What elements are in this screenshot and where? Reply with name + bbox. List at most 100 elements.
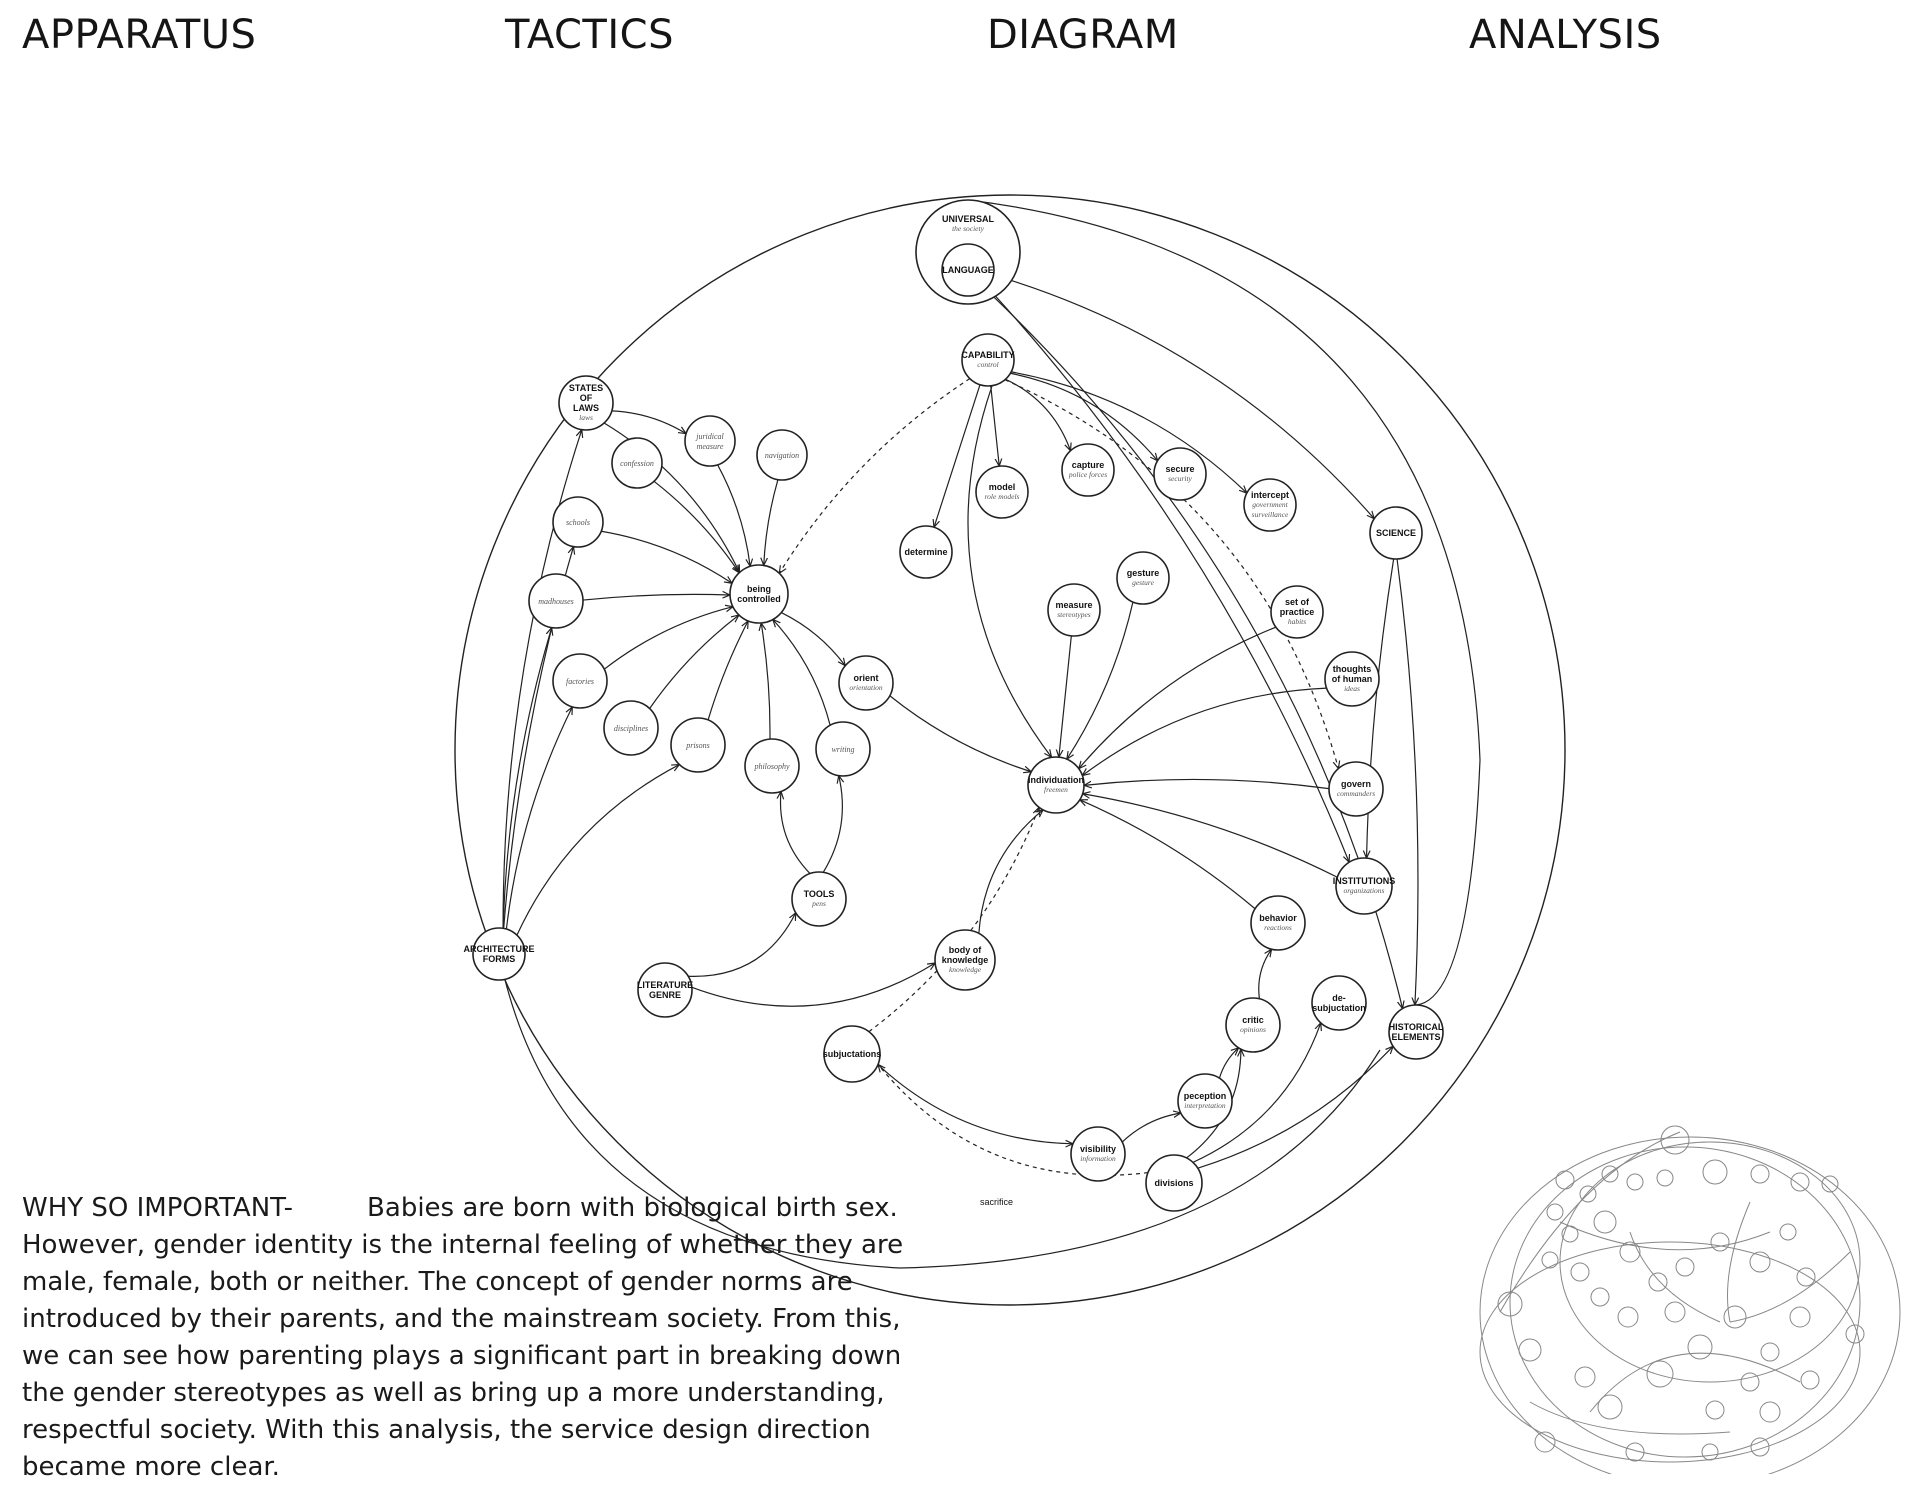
node-perception-sublabel: interpretation [1184, 1101, 1226, 1110]
edge-measure-individuation [1059, 635, 1072, 757]
node-divisions-circle [1145, 1154, 1203, 1212]
node-secure-sublabel: security [1168, 474, 1192, 483]
node-navigation: navigation [756, 429, 808, 481]
node-desub-label: de- [1332, 993, 1346, 1003]
node-setpractice-circle [1270, 585, 1324, 639]
edge-capability-being [779, 378, 971, 574]
edge-capability-model [990, 385, 1000, 466]
node-behavior-label: behavior [1259, 913, 1297, 923]
edge-philosophy-being [761, 623, 771, 740]
sacrifice-label: sacrifice [980, 1197, 1013, 1207]
edge-body-individuation [978, 810, 1043, 934]
edge-architecture-factories [505, 707, 572, 930]
node-states-circle [558, 375, 614, 431]
node-prisons: prisons [670, 717, 726, 773]
edge-visibility-perception [1121, 1113, 1181, 1143]
node-individuation-circle [1027, 756, 1085, 814]
node-orient-sublabel: orientation [849, 683, 883, 692]
node-intercept-circle [1243, 478, 1297, 532]
node-schools-label: schools [566, 518, 590, 527]
node-institutions-sublabel: organizations [1344, 886, 1385, 895]
node-subjuctations-label: subjuctations [823, 1049, 882, 1059]
edge-institutions-individuation [1083, 794, 1338, 878]
node-writing-label: writing [831, 745, 854, 754]
header-tactics: TACTICS [505, 12, 674, 58]
edge-disciplines-being [649, 615, 739, 709]
header-analysis: ANALYSIS [1469, 12, 1662, 58]
node-being-circle [729, 564, 789, 624]
outer-ring [454, 194, 1566, 1306]
node-philosophy: philosophy [744, 738, 800, 794]
node-states-label: LAWS [573, 403, 599, 413]
edge-schools-being [601, 530, 732, 583]
header-diagram: DIAGRAM [987, 12, 1179, 58]
edge-thoughts-individuation [1082, 687, 1327, 775]
node-madhouses-circle [528, 573, 584, 629]
node-tools-sublabel: pens [811, 899, 826, 908]
node-measure-sublabel: stereotypes [1057, 610, 1091, 619]
edge-setpractice-individuation [1079, 626, 1277, 769]
edge-tools-writing [822, 776, 842, 873]
node-gesture-sublabel: gesture [1132, 578, 1154, 587]
node-body-label: knowledge [942, 955, 989, 965]
node-institutions-circle [1335, 857, 1393, 915]
node-desub: de-subjuctation [1311, 975, 1367, 1031]
node-visibility-sublabel: information [1080, 1154, 1116, 1163]
node-govern-circle [1328, 761, 1384, 817]
node-individuation-label: individuation [1028, 775, 1084, 785]
hand-sketch-image [1470, 1112, 1910, 1474]
edge-madhouses-being [582, 594, 730, 601]
node-orient-circle [838, 655, 894, 711]
node-factories: factories [552, 653, 608, 709]
paragraph-body: Babies are born with biological birth se… [22, 1193, 904, 1482]
node-setpractice-label: practice [1280, 607, 1315, 617]
node-madhouses-label: madhouses [538, 597, 574, 606]
node-body-circle [934, 929, 996, 991]
edge-architecture-madhouses [502, 628, 552, 929]
node-madhouses: madhouses [528, 573, 584, 629]
node-intercept-sublabel: government [1252, 500, 1288, 509]
node-behavior-sublabel: reactions [1264, 923, 1292, 932]
node-philosophy-circle [744, 738, 800, 794]
node-determine-label: determine [904, 547, 947, 557]
node-perception-circle [1177, 1073, 1233, 1129]
node-language: LANGUAGE [941, 243, 995, 297]
edge-gesture-individuation [1067, 601, 1134, 759]
edge-architecture-prisons [516, 765, 679, 936]
node-capability-label: CAPABILITY [961, 350, 1014, 360]
edge-capability-individuation [967, 385, 1052, 758]
node-language-circle [941, 243, 995, 297]
node-historical-circle [1388, 1004, 1444, 1060]
arc-historical-bottom [899, 1049, 1381, 1269]
node-gesture-circle [1116, 551, 1170, 605]
node-writing-circle [815, 721, 871, 777]
node-body-sublabel: knowledge [949, 965, 982, 974]
node-determine-circle [899, 525, 953, 579]
node-states-label: OF [580, 393, 593, 403]
node-disciplines-circle [603, 700, 659, 756]
node-divisions-label: divisions [1154, 1178, 1193, 1188]
node-architecture-label: ARCHITECTURE [464, 944, 535, 954]
edge-writing-being [773, 619, 831, 726]
edge-prisons-being [707, 621, 748, 721]
arc-universal-outer [967, 199, 1481, 1006]
node-schools-circle [552, 496, 604, 548]
node-navigation-circle [756, 429, 808, 481]
edge-tools-philosophy [780, 791, 811, 874]
node-intercept-sublabel: surveillance [1252, 510, 1289, 519]
edge-factories-being [603, 607, 733, 670]
node-subjuctations-circle [823, 1025, 881, 1083]
edge-science-historical [1396, 558, 1418, 1005]
node-literature-label: LITERATURE [637, 980, 693, 990]
